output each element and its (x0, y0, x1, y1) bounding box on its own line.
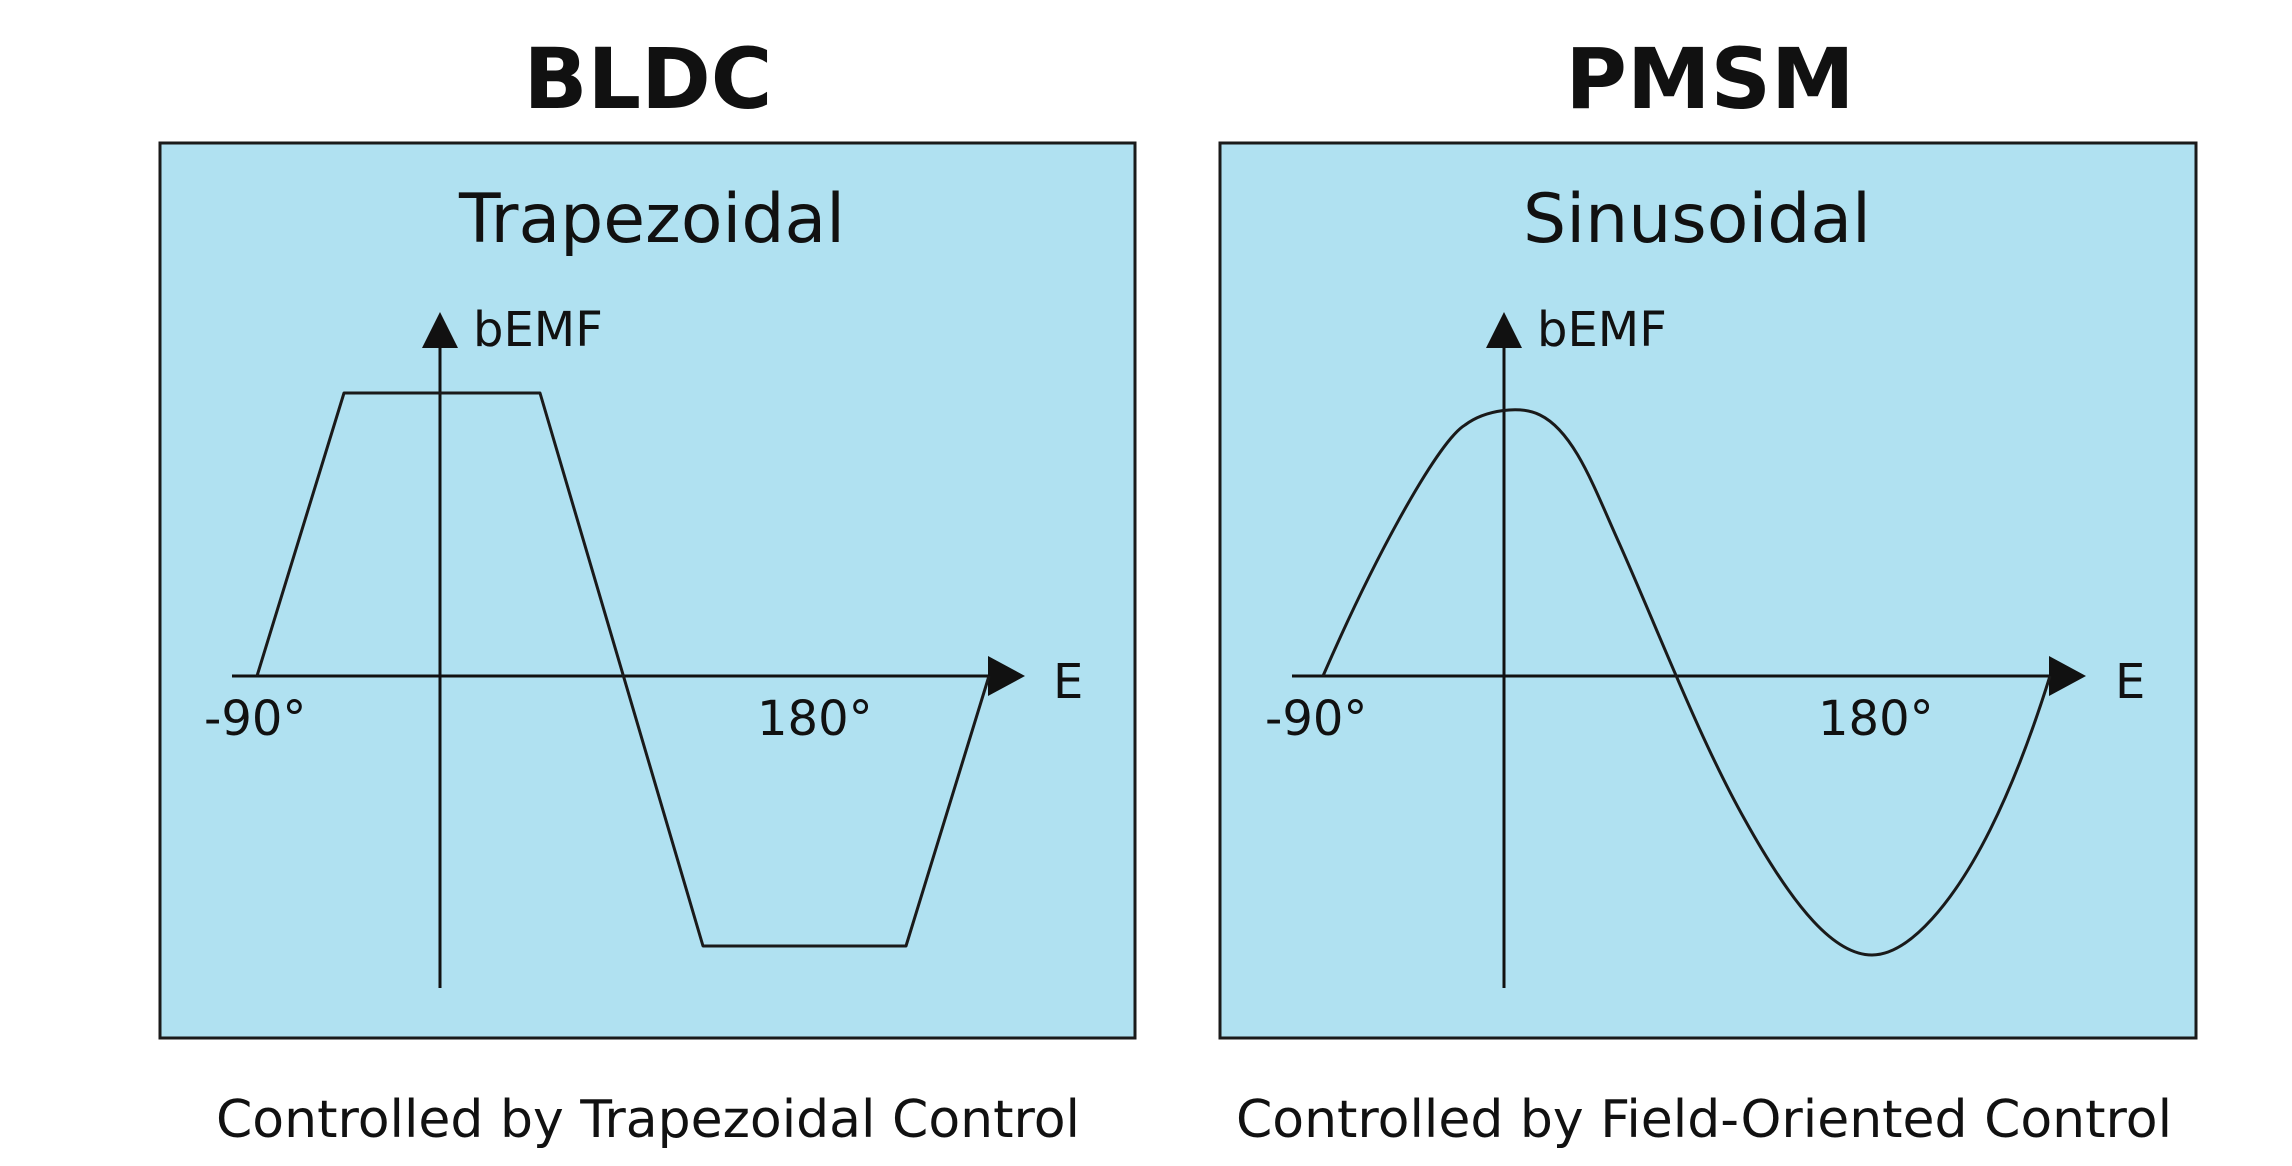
pmsm-x-axis-label: E (2115, 654, 2145, 710)
bldc-tick-180: 180° (757, 691, 873, 747)
bldc-y-axis-arrow-icon (422, 312, 458, 348)
pmsm-caption: Controlled by Field-Oriented Control (1236, 1090, 2172, 1150)
pmsm-waveform-name: Sinusoidal (1523, 180, 1871, 259)
bldc-waveform-name: Trapezoidal (458, 180, 845, 259)
bldc-x-axis-label: E (1053, 654, 1083, 710)
bldc-caption: Controlled by Trapezoidal Control (216, 1090, 1080, 1150)
bldc-panel (158, 141, 1137, 1040)
pmsm-tick-180: 180° (1818, 691, 1934, 747)
pmsm-panel (1218, 141, 2198, 1040)
pmsm-x-axis-arrow-icon (2049, 656, 2086, 696)
pmsm-y-axis-label: bEMF (1537, 302, 1667, 358)
bldc-title: BLDC (524, 30, 773, 128)
bldc-y-axis-label: bEMF (473, 302, 603, 358)
bldc-trapezoidal-waveform (255, 391, 991, 948)
pmsm-y-axis-arrow-icon (1486, 312, 1522, 348)
pmsm-sinusoidal-waveform (1321, 408, 2052, 957)
bldc-x-axis-arrow-icon (988, 656, 1025, 696)
bldc-tick-minus-90: -90° (204, 691, 306, 747)
bldc-section: BLDC Trapezoidal bEMF E -90° 180° Contro… (158, 30, 1137, 1150)
pmsm-title: PMSM (1565, 30, 1854, 128)
pmsm-section: PMSM Sinusoidal bEMF E -90° 180° Control… (1218, 30, 2198, 1150)
pmsm-tick-minus-90: -90° (1265, 691, 1367, 747)
